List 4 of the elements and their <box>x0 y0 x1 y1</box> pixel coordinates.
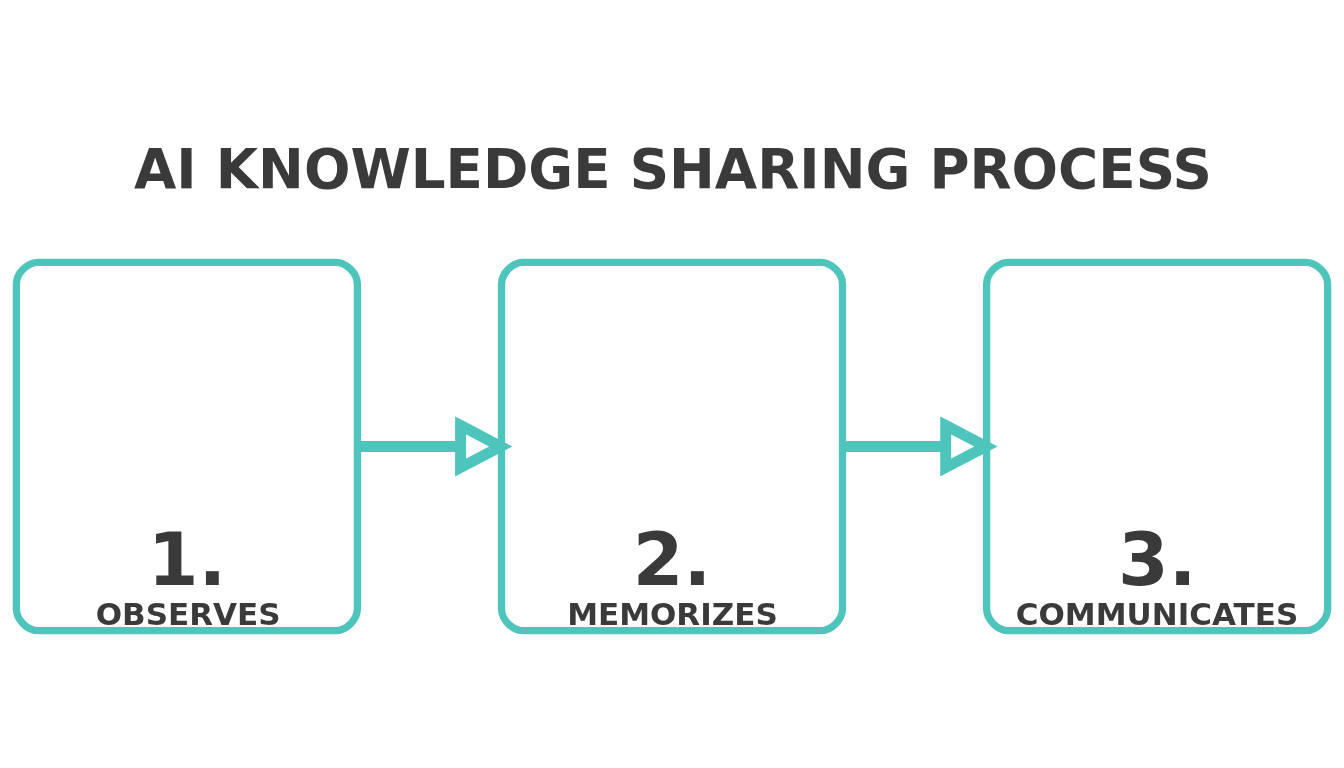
node-box: 1. OBSERVES <box>12 258 362 634</box>
node-box: 3. COMMUNICATES <box>982 258 1332 634</box>
diagram-title: AI KNOWLEDGE SHARING PROCESS <box>134 136 1212 201</box>
node-box: 2. MEMORIZES <box>497 258 847 634</box>
